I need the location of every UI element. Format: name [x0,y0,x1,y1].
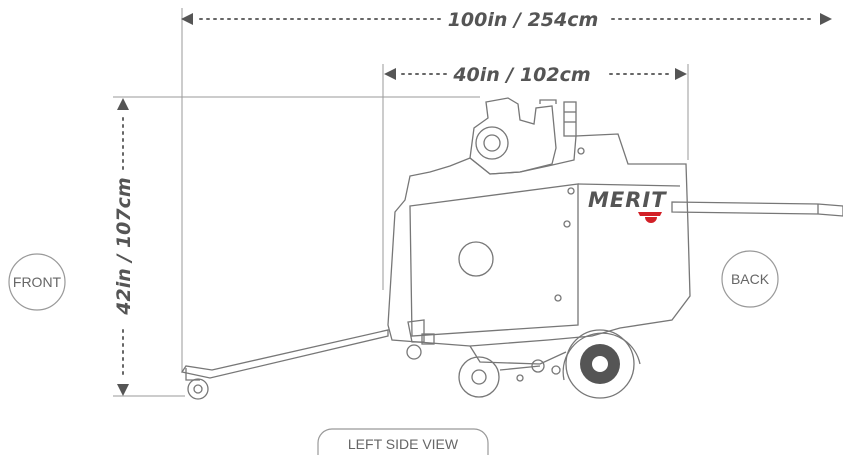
back-marker: BACK [721,250,779,308]
length-arrow-left-icon [181,13,193,25]
engine-housing [469,97,557,175]
bolt-icon [567,187,575,195]
front-knob-icon [406,344,422,360]
front-latch [421,333,435,345]
engine-pulley-icon [475,126,509,160]
height-arrow-top-icon [117,98,129,110]
front-label: FRONT [13,274,62,290]
width-arrow-left-icon [384,68,396,80]
blade-hub-icon [458,241,494,277]
front-arm [180,329,389,379]
depth-link [499,365,541,371]
front-marker: FRONT [8,253,66,311]
small-wheel-hub [471,369,487,385]
brand-logo: MERIT [588,188,667,212]
bolt-icon [554,294,562,302]
height-dimension: 42in / 107cm [113,96,480,397]
height-arrow-bottom-icon [117,384,129,396]
brand-logo-blade-icon [645,217,657,223]
width-label: 40in / 102cm [452,64,590,86]
caster-hub [193,384,203,394]
width-dimension: 40in / 102cm [382,64,689,290]
link-pivot-icon [551,365,561,375]
undercarriage-frame [469,345,567,365]
width-arrow-right-icon [675,68,687,80]
panel-top-edge [577,183,681,187]
engine-pulley-center [483,134,501,152]
back-label: BACK [731,271,770,287]
length-arrow-right-icon [820,13,832,25]
bolt-icon [563,220,571,228]
view-pill-outline [317,428,489,455]
rear-fender [562,332,641,381]
saw-machine: MERIT [180,97,843,400]
blade-guard-body [387,133,691,347]
small-wheel-icon [458,356,500,398]
brand-logo-accent [638,212,662,216]
length-dimension: 100in / 254cm [181,8,832,372]
length-label: 100in / 254cm [448,9,599,31]
front-bracket [407,319,425,343]
caster-wheel-icon [187,378,209,400]
engine-exhaust [563,101,577,137]
rear-wheel-icon [565,329,635,399]
link-pivot-icon [531,359,545,373]
engine-fuel-cap [539,99,557,104]
bolt-icon [577,147,585,155]
view-label-pill: LEFT SIDE VIEW [317,428,489,455]
link-bolt-icon [516,374,524,382]
rear-wheel-hub [592,356,608,372]
height-label: 42in / 107cm [113,177,135,315]
side-panel [409,183,579,337]
engine [469,97,577,175]
front-circle [8,253,66,311]
view-label: LEFT SIDE VIEW [348,436,459,452]
back-circle [721,250,779,308]
